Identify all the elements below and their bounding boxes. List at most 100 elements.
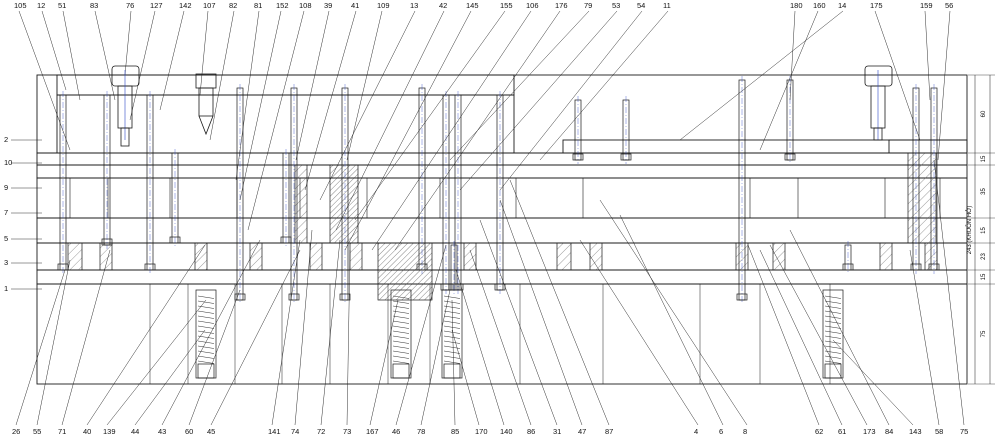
plate-number-label: 9 [4,183,8,192]
leader-line [449,10,590,161]
bottom-part-label: 58 [935,427,943,436]
leader-line [159,10,185,111]
bottom-part-label: 26 [12,427,20,436]
top-part-label: 108 [299,1,312,10]
pin-head [280,236,292,244]
leader-line [271,239,301,426]
plate-7 [36,217,968,244]
top-part-label: 14 [838,1,846,10]
leader-line [759,10,819,151]
upper-holder-left [56,74,515,96]
hatch-section [349,242,363,271]
pin-head [572,153,584,161]
top-part-label: 82 [229,1,237,10]
dimension-value: 35 [981,188,987,195]
leader-line [451,299,456,426]
leader-line [304,10,357,191]
cylinder-unit-left [111,65,140,147]
hatch-section [309,242,323,271]
upper-clamp-right [888,139,968,154]
bottom-part-label: 84 [885,427,893,436]
leader-line [679,10,844,141]
top-part-label: 142 [179,1,192,10]
plate-2-top-clamp [36,74,968,154]
bottom-part-label: 60 [185,427,193,436]
spring-coil [824,295,842,364]
pin-head [144,263,156,271]
leader-line [789,10,796,101]
pin-head [928,263,940,271]
cylinder-unit-right [864,65,893,141]
core-insert [907,152,937,244]
leader-line [455,269,505,426]
bottom-part-label: 143 [909,427,922,436]
leader-line [344,10,472,251]
bottom-part-label: 4 [694,427,698,436]
bottom-part-label: 139 [103,427,116,436]
leader-line [320,239,341,426]
hatched-sections [67,152,938,301]
top-part-label: 79 [584,1,592,10]
spring-plug [443,363,461,379]
pin-head [416,263,428,271]
top-part-label: 109 [377,1,390,10]
top-part-label: 51 [58,1,66,10]
upper-backing-plate [56,94,515,154]
top-part-label: 145 [466,1,479,10]
leader-line [94,10,116,101]
leader-line [371,10,532,251]
plate-stack [36,74,968,385]
bottom-part-label: 86 [527,427,535,436]
bottom-part-label: 43 [158,427,166,436]
leader-line [499,10,643,191]
leader-line [295,10,330,161]
top-part-label: 176 [555,1,568,10]
hatch-section [556,242,572,271]
plate-5 [36,242,968,271]
leader-line [161,239,261,426]
leader-line [36,259,71,426]
leader-line [579,239,699,426]
bottom-part-label: 85 [451,427,459,436]
dimension-value: 60 [981,110,987,117]
pin-head [339,293,351,301]
hatch-section [463,242,477,271]
leader-line [247,10,305,231]
leader-line [832,339,914,426]
dimension-value: 23 [981,253,987,260]
bottom-part-label: 140 [500,427,513,436]
hatch-section [249,242,263,271]
bottom-part-label: 31 [553,427,561,436]
pin-head [842,263,854,271]
bottom-part-label: 72 [317,427,325,436]
leader-line [479,219,558,426]
leader-line [62,10,81,101]
pin-head [288,293,300,301]
bottom-part-label: 75 [960,427,968,436]
leader-line [235,10,260,181]
top-part-label: 83 [90,1,98,10]
bottom-part-label: 47 [578,427,586,436]
plate-number-label: 2 [4,135,8,144]
leader-line [599,199,748,426]
leader-line [420,289,451,426]
leader-line [395,244,447,426]
bottom-part-label: 167 [366,427,379,436]
leader-lines [11,10,965,426]
top-part-label: 105 [14,1,27,10]
leader-line [759,249,843,426]
top-part-label: 76 [126,1,134,10]
bottom-part-label: 40 [83,427,91,436]
leader-line [924,10,931,101]
leader-line [294,229,313,426]
top-part-label: 54 [637,1,645,10]
leader-line [86,244,206,426]
pin-head [101,238,113,246]
sprue-block [377,242,433,301]
hatch-section [879,242,893,271]
